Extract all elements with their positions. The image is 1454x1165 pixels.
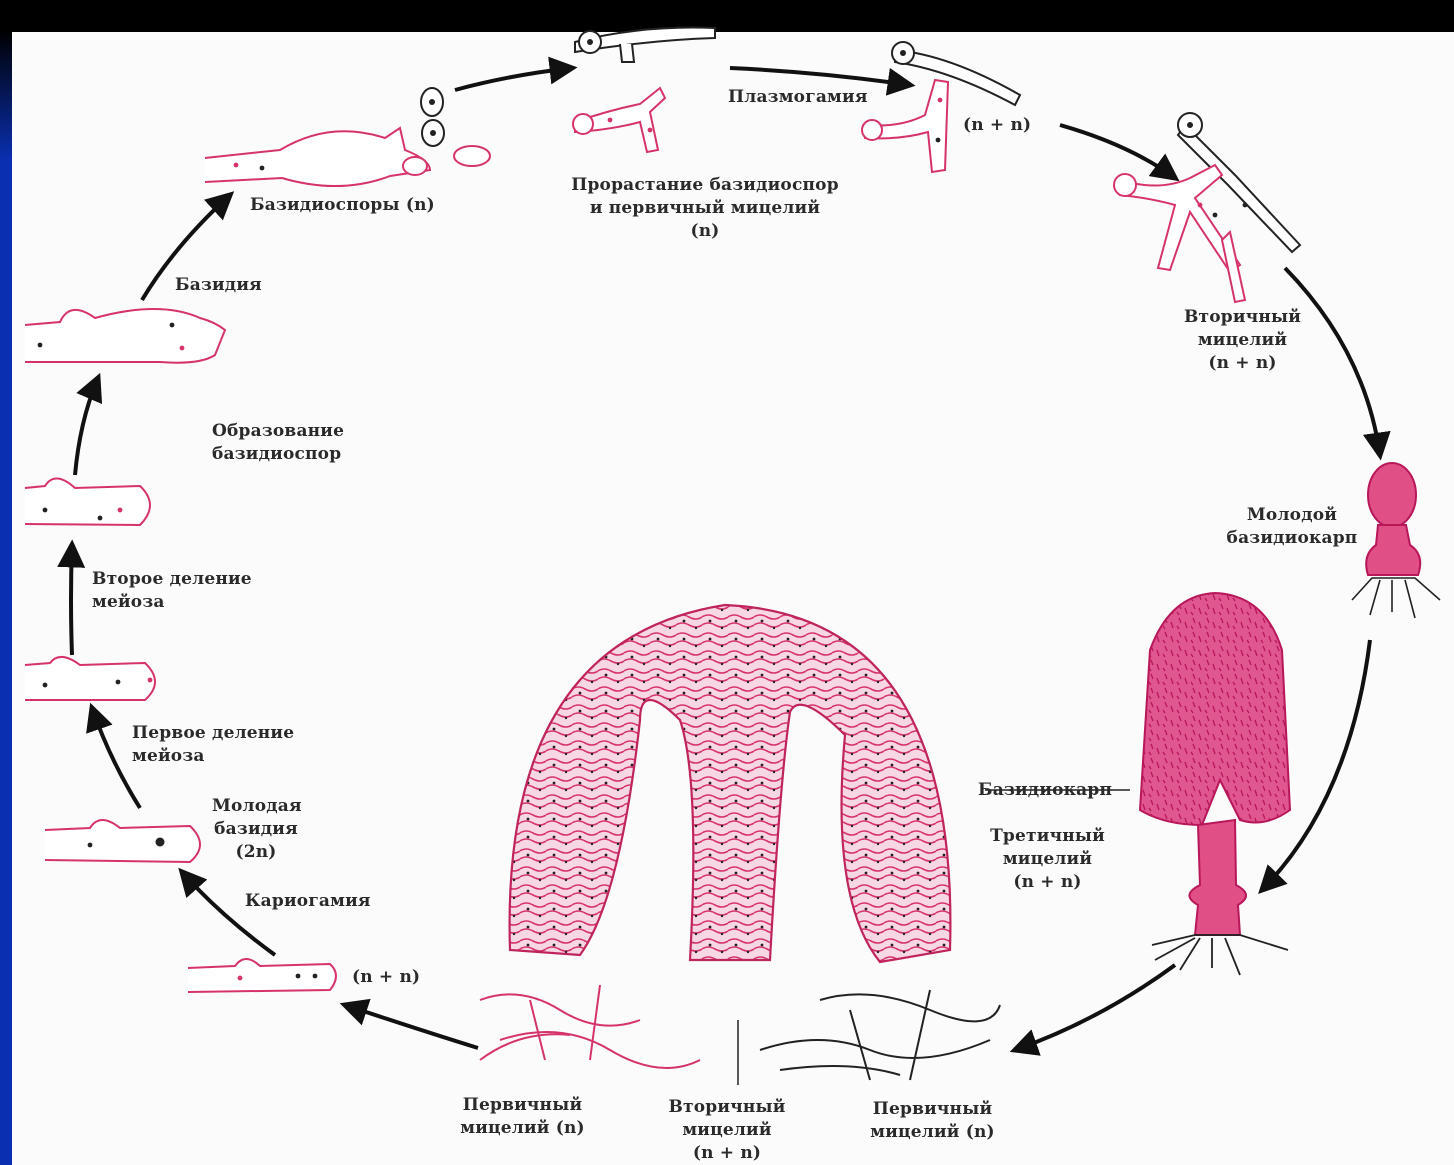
- stage-spore-formation: [25, 478, 150, 525]
- arrow-second-to-spore-formation: [75, 378, 98, 475]
- label-basidiospores: Базидиоспоры (n): [250, 194, 435, 217]
- label-secondary-mycelium-bottom: Вторичный мицелий (n + n): [662, 1096, 792, 1165]
- arrow-mycelium-to-dikaryon: [345, 1005, 478, 1048]
- germination-illustration: [573, 28, 715, 152]
- arrow-karyogamy: [182, 872, 275, 955]
- label-primary-mycelium-right: Первичный мицелий (n): [865, 1098, 1000, 1144]
- label-second-division: Второе деление мейоза: [92, 568, 252, 614]
- label-karyogamy: Кариогамия: [245, 890, 371, 913]
- young-basidiocarp-illustration: [1352, 463, 1440, 618]
- stage-young-basidium: [45, 820, 200, 862]
- label-basidiocarp: Базидиокарп: [978, 779, 1112, 802]
- label-n-plus-n-left: (n + n): [352, 966, 420, 989]
- stage-second-division: [25, 657, 155, 700]
- arrow-spores-to-germination: [455, 68, 572, 90]
- mature-basidiocarp-illustration: [1140, 593, 1290, 975]
- label-secondary-mycelium-right: Вторичный мицелий (n + n): [1180, 306, 1305, 375]
- label-young-basidium: Молодая базидия (2n): [212, 795, 300, 864]
- arrow-basidiocarp-to-mycelium: [1015, 965, 1175, 1050]
- label-basidium: Базидия: [175, 274, 262, 297]
- label-primary-mycelium-left: Первичный мицелий (n): [455, 1094, 590, 1140]
- mycelium-network: [480, 985, 1000, 1080]
- label-plasmogamy: Плазмогамия: [728, 86, 868, 109]
- secondary-mycelium-illustration: [1114, 113, 1300, 302]
- arrow-first-to-second: [71, 545, 72, 655]
- label-young-basidiocarp: Молодой базидиокарп: [1222, 504, 1362, 550]
- label-first-division: Первое деление мейоза: [132, 722, 294, 768]
- basidiocarp-cross-section: [510, 605, 951, 962]
- label-tertiary-mycelium: Третичный мицелий (n + n): [985, 825, 1110, 894]
- arrow-germination-to-plasmogamy: [730, 68, 910, 85]
- label-n-plus-n-top: (n + n): [963, 114, 1031, 137]
- arrow-plasmogamy-to-secondary: [1060, 125, 1175, 178]
- label-germination: Прорастание базидиоспор и первичный мице…: [555, 174, 855, 243]
- basidiospores-illustration: [205, 88, 490, 186]
- stage-basidium: [25, 309, 225, 363]
- plasmogamy-illustration: [862, 42, 1020, 172]
- label-spore-formation: Образование базидиоспор: [212, 420, 344, 466]
